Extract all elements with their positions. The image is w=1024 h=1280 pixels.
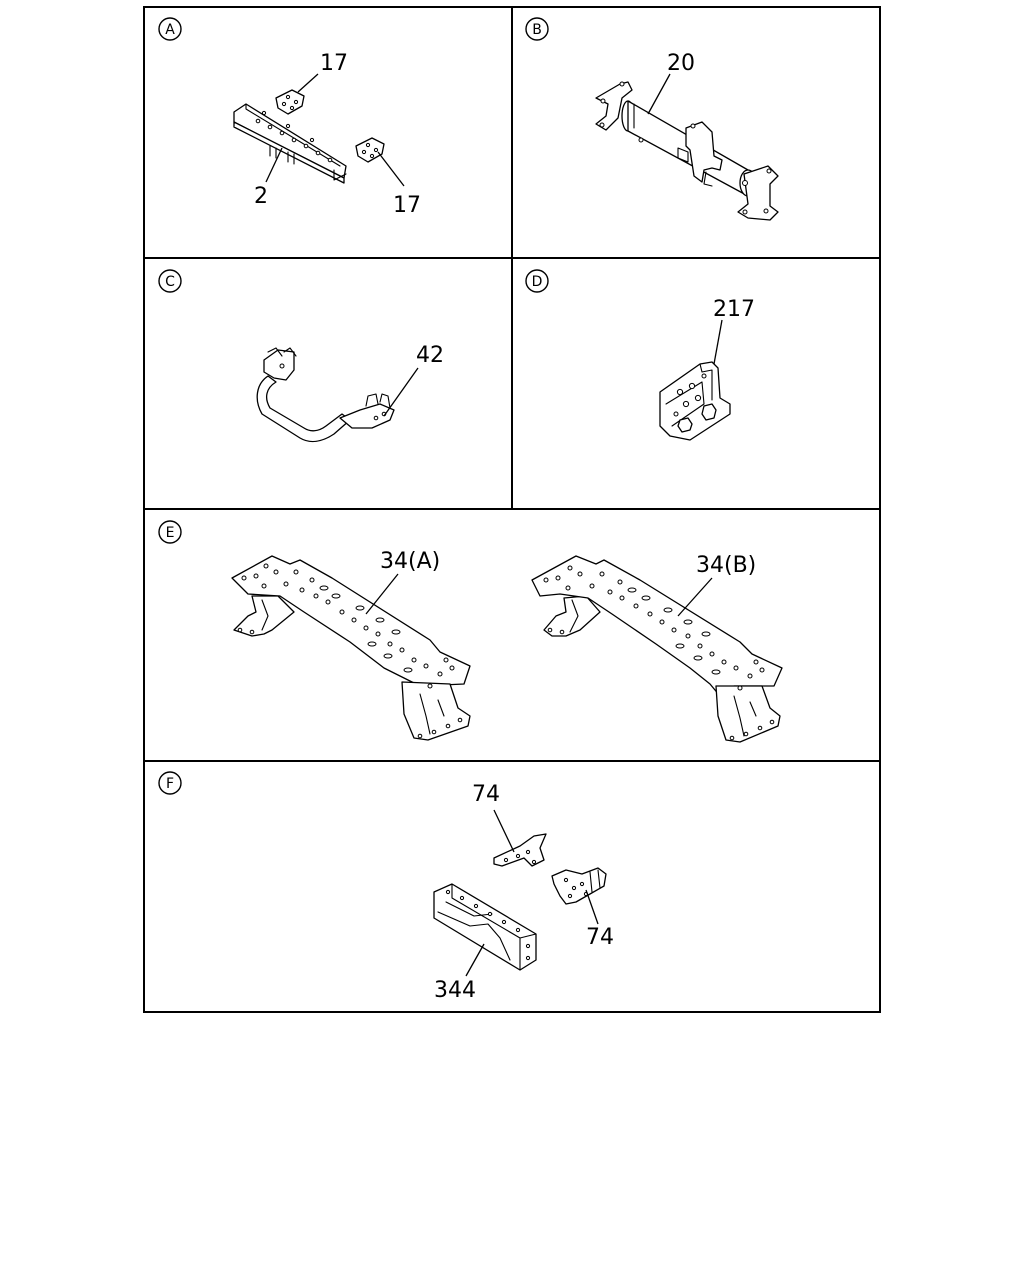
crossmember-holes [255,110,333,163]
leader-d-217 [713,319,723,365]
svg-text:A: A [165,22,175,38]
callout-a-17-lower: 17 [393,193,421,218]
svg-text:B: B [532,22,542,38]
bracket-part-74-upper [493,833,547,867]
leader-f-74-lower [585,889,599,925]
callout-a-2: 2 [254,184,268,209]
panel-f-letter: F [158,771,182,795]
crossmember-34a-holes [241,563,463,739]
panel-c-letter: C [158,269,182,293]
callout-f-344: 344 [434,978,476,1003]
diagram-frame [143,6,881,1013]
panel-b: B 20 [525,17,779,221]
bracket-part-74-lower [551,867,607,905]
crossmember-part-344 [433,883,537,971]
callout-b-20: 20 [667,51,695,76]
panel-b-letter: B [525,17,549,41]
leader-c-42 [383,367,419,417]
crossmember-part-34b [531,555,783,743]
panel-a: A [158,17,421,218]
svg-text:C: C [165,274,175,290]
callout-c-42: 42 [416,343,444,368]
panel-f: F 74 74 [158,771,614,1003]
leader-a-17-lower [377,151,405,187]
svg-text:E: E [166,525,175,541]
callout-f-74-lower: 74 [586,925,614,950]
crossmember-part-34a [231,555,471,741]
svg-text:D: D [532,274,543,290]
leader-e-34a [365,573,399,615]
panel-d: D 217 [525,269,755,441]
panel-e-letter: E [158,520,182,544]
panel-c: C 42 [158,269,444,443]
tube-crossmember-part-20 [595,81,779,221]
leader-f-74-upper [493,809,515,853]
panel-e: E [158,520,783,743]
leader-a-2 [265,147,283,183]
plate-part-17-lower [355,137,385,163]
crossmember-34b-holes [543,565,775,741]
svg-text:F: F [166,776,174,792]
callout-e-34a: 34(A) [380,549,440,574]
panel-a-letter: A [158,17,182,41]
callout-f-74-upper: 74 [472,782,500,807]
callout-a-17-upper: 17 [320,51,348,76]
panel-d-letter: D [525,269,549,293]
bent-bar-part-42 [256,347,395,443]
leader-f-344 [465,943,485,977]
callout-e-34b: 34(B) [696,553,756,578]
callout-d-217: 217 [713,297,755,322]
crossmember-part-2 [233,103,347,184]
leader-b-20 [647,73,671,115]
bracket-part-217 [659,361,731,441]
leader-e-34b [677,577,713,617]
plate-part-17-upper [275,89,305,115]
leader-a-17-upper [297,73,319,93]
